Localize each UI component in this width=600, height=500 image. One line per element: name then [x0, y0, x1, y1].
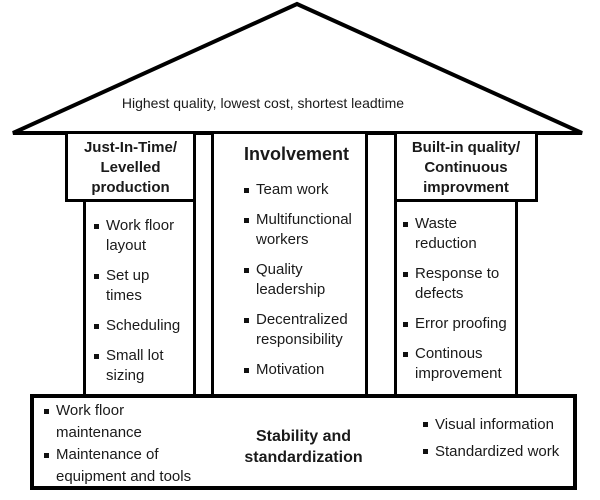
- list-item-label: Continous improvement: [415, 345, 502, 382]
- list-item: Multifunctional workers: [244, 210, 359, 250]
- list-item-label: Visual information: [435, 416, 554, 433]
- list-item: Response to defects: [403, 264, 511, 304]
- list-item: Work floor maintenance: [44, 400, 204, 444]
- bullet-icon: [244, 218, 249, 223]
- foundation-box: Work floor maintenance Maintenance of eq…: [30, 394, 577, 490]
- bullet-icon: [244, 188, 249, 193]
- list-item-label: Set up times: [106, 267, 150, 304]
- list-item: Set up times: [94, 266, 189, 306]
- list-item-label: Response to defects: [415, 265, 500, 302]
- list-item-label: Team work: [256, 181, 329, 198]
- bullet-icon: [423, 449, 428, 454]
- bullet-icon: [403, 222, 408, 227]
- foundation-left-list: Work floor maintenance Maintenance of eq…: [34, 398, 204, 486]
- bullet-icon: [94, 354, 99, 359]
- list-item-label: Work floor maintenance: [56, 402, 142, 441]
- roof-triangle: [12, 1, 583, 135]
- list-item-label: Waste reduction: [415, 215, 477, 252]
- bullet-icon: [94, 224, 99, 229]
- bullet-icon: [244, 318, 249, 323]
- foundation-title: Stability and standardization: [244, 428, 363, 466]
- list-item-label: Small lot sizing: [106, 347, 164, 384]
- bullet-icon: [44, 453, 49, 458]
- list-item-label: Scheduling: [106, 317, 181, 334]
- bullet-icon: [403, 272, 408, 277]
- list-item: Motivation: [244, 360, 359, 380]
- list-item: Small lot sizing: [94, 346, 189, 386]
- list-item: Error proofing: [403, 314, 511, 334]
- list-item: Maintenance of equipment and tools: [44, 444, 204, 488]
- list-item: Team work: [244, 180, 359, 200]
- list-item-label: Motivation: [256, 361, 325, 378]
- list-item-label: Quality leadership: [256, 261, 326, 298]
- pillar-involvement: Involvement Team work Multifunctional wo…: [211, 131, 368, 398]
- list-item: Continous improvement: [403, 344, 511, 384]
- roof-slogan: Highest quality, lowest cost, shortest l…: [121, 95, 405, 111]
- list-item: Scheduling: [94, 316, 189, 336]
- pillar-quality-body: Waste reduction Response to defects Erro…: [394, 199, 518, 398]
- list-item: Standardized work: [423, 441, 573, 462]
- list-item: Waste reduction: [403, 214, 511, 254]
- bullet-icon: [403, 352, 408, 357]
- list-item: Work floor layout: [94, 216, 189, 256]
- bullet-icon: [244, 268, 249, 273]
- list-item-label: Standardized work: [435, 443, 560, 460]
- list-item-label: Multifunctional workers: [256, 211, 352, 248]
- list-item-label: Decentralized responsibility: [256, 311, 348, 348]
- bullet-icon: [403, 322, 408, 327]
- bullet-icon: [423, 422, 428, 427]
- bullet-icon: [94, 274, 99, 279]
- pillar-jit-body: Work floor layout Set up times Schedulin…: [83, 199, 196, 398]
- list-item: Quality leadership: [244, 260, 359, 300]
- pillar-quality-header: Built-in quality/ Continuous improvment: [394, 131, 538, 202]
- bullet-icon: [44, 409, 49, 414]
- list-item-label: Error proofing: [415, 315, 507, 332]
- list-item: Visual information: [423, 414, 573, 435]
- foundation-right-list: Visual information Standardized work: [403, 398, 573, 486]
- pillar-involvement-title: Involvement: [244, 144, 350, 164]
- bullet-icon: [94, 324, 99, 329]
- pillar-jit-header: Just-In-Time/ Levelled production: [65, 131, 196, 202]
- bullet-icon: [244, 368, 249, 373]
- list-item-label: Work floor layout: [106, 217, 175, 254]
- list-item: Decentralized responsibility: [244, 310, 359, 350]
- list-item-label: Maintenance of equipment and tools: [56, 446, 192, 485]
